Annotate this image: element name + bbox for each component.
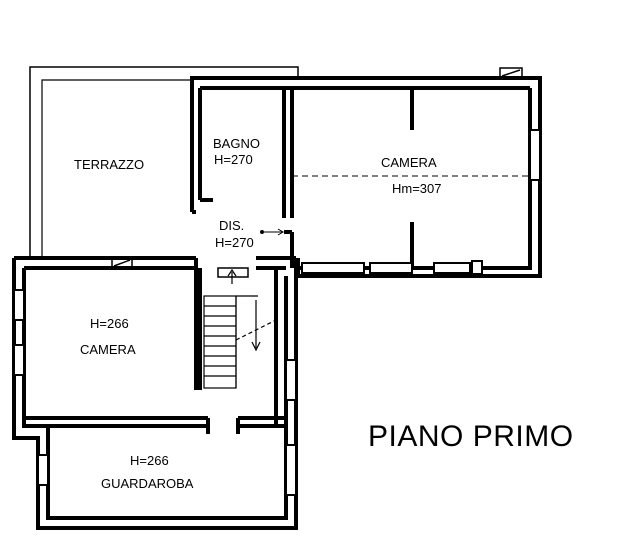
bagno-label: BAGNO [213,136,260,151]
camera-small-label: CAMERA [80,342,136,357]
camera-small-height: H=266 [90,316,129,331]
vent-symbols [111,67,523,278]
camera-large-label: CAMERA [381,155,437,170]
camera-large-height: Hm=307 [392,181,442,196]
terrazzo-label: TERRAZZO [74,157,145,172]
dis-height: H=270 [215,235,254,250]
terrace-outline [29,66,299,258]
interior-walls [24,86,414,434]
plan-title: PIANO PRIMO [368,420,574,453]
door-marks [260,228,284,236]
dis-label: DIS. [219,218,245,233]
staircase [203,268,277,389]
guardaroba-label: GUARDAROBA [101,476,194,491]
windows [13,129,541,496]
guardaroba-height: H=266 [130,453,169,468]
bagno-height: H=270 [214,152,253,167]
